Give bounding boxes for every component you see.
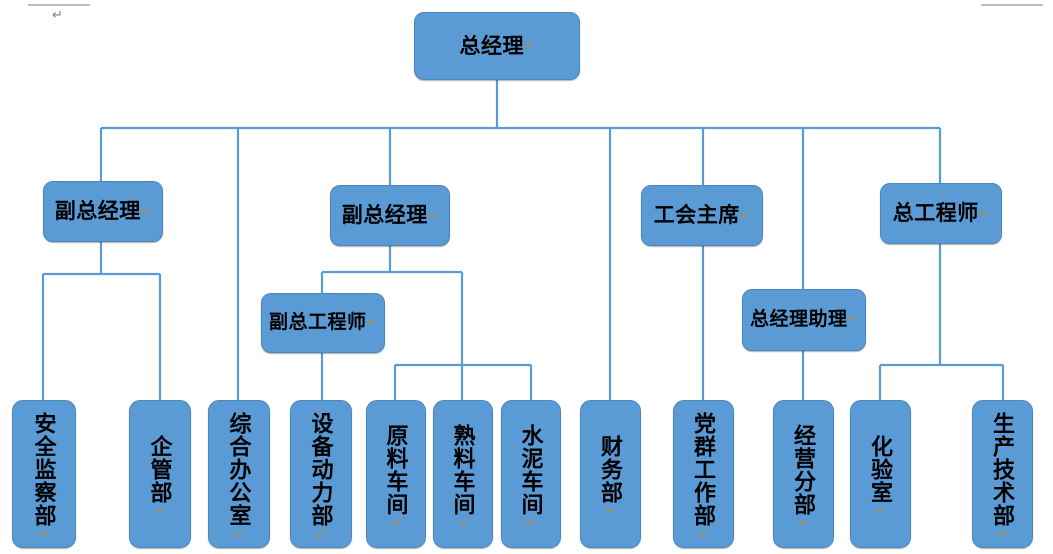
node-label: 总经理助理	[749, 309, 848, 331]
paragraph-mark: ↵	[389, 515, 404, 531]
node-label: 总经理	[459, 33, 524, 58]
node-label: 副总经理	[54, 199, 141, 224]
node-deputy-chief-engineer[interactable]: 副总工程师↵	[261, 293, 385, 353]
node-label: 副总工程师	[268, 312, 367, 334]
paragraph-mark: ↵	[523, 38, 535, 53]
node-label: 安全监察部	[31, 412, 57, 527]
node-label: 财务部	[598, 435, 624, 504]
node-label: 生产技术部	[990, 412, 1016, 527]
paragraph-mark: ↵	[796, 515, 811, 531]
node-gm-assistant[interactable]: 总经理助理↵	[742, 289, 866, 351]
node-laboratory[interactable]: 化验室↵	[850, 400, 911, 548]
paragraph-mark: ↵	[153, 504, 168, 519]
node-deputy-general-manager-2[interactable]: 副总经理↵	[330, 185, 450, 246]
node-general-office[interactable]: 综合办公室↵	[208, 400, 270, 548]
node-equipment-power-dept[interactable]: 设备动力部↵	[290, 400, 352, 548]
paragraph-mark: ↵	[366, 315, 378, 330]
paragraph-mark: ↵	[232, 527, 247, 542]
node-label: 设备动力部	[308, 412, 334, 527]
node-label: 水泥车间	[518, 423, 544, 516]
node-label: 经营分部	[791, 423, 817, 516]
node-production-technology-dept[interactable]: 生产技术部↵	[972, 400, 1033, 548]
node-clinker-workshop[interactable]: 熟料车间↵	[433, 400, 493, 548]
node-chief-engineer[interactable]: 总工程师↵	[880, 183, 1002, 244]
paragraph-mark: ↵	[603, 504, 618, 519]
node-label: 熟料车间	[450, 423, 476, 516]
paragraph-mark: ↵	[314, 527, 329, 542]
node-label: 综合办公室	[226, 412, 252, 527]
paragraph-mark: ↵	[456, 515, 471, 531]
node-union-chairman[interactable]: 工会主席↵	[641, 185, 763, 246]
paragraph-mark: ↵	[37, 527, 52, 542]
node-label: 副总经理	[341, 203, 428, 228]
node-safety-supervision-dept[interactable]: 安全监察部↵	[12, 400, 76, 548]
node-label: 原料车间	[383, 423, 409, 516]
node-label: 总工程师	[892, 201, 979, 226]
node-cement-workshop[interactable]: 水泥车间↵	[501, 400, 561, 548]
paragraph-mark: ↵	[696, 527, 711, 542]
node-label: 化验室	[868, 435, 894, 504]
node-label: 工会主席	[653, 203, 740, 228]
page-margin-mark-top-right	[981, 4, 1043, 6]
node-operation-branch[interactable]: 经营分部↵	[773, 400, 834, 548]
page-margin-mark-top-left	[28, 4, 90, 6]
paragraph-mark: ↵	[524, 515, 539, 531]
node-label: 党群工作部	[691, 412, 717, 527]
paragraph-mark: ↵	[995, 527, 1010, 542]
paragraph-mark: ↵	[140, 203, 152, 218]
paragraph-mark: ↵	[739, 207, 751, 222]
paragraph-mark: ↵	[847, 312, 859, 327]
node-deputy-general-manager-1[interactable]: 副总经理↵	[43, 181, 163, 242]
node-finance-dept[interactable]: 财务部↵	[580, 400, 641, 548]
node-party-work-dept[interactable]: 党群工作部↵	[673, 400, 734, 548]
paragraph-mark-top: ↵	[52, 7, 63, 22]
node-general-manager[interactable]: 总经理↵	[414, 12, 580, 80]
node-enterprise-management-dept[interactable]: 企管部↵	[129, 400, 191, 548]
node-raw-material-workshop[interactable]: 原料车间↵	[366, 400, 426, 548]
paragraph-mark: ↵	[427, 207, 439, 222]
paragraph-mark: ↵	[978, 205, 990, 220]
paragraph-mark: ↵	[873, 504, 888, 519]
node-label: 企管部	[147, 435, 173, 504]
